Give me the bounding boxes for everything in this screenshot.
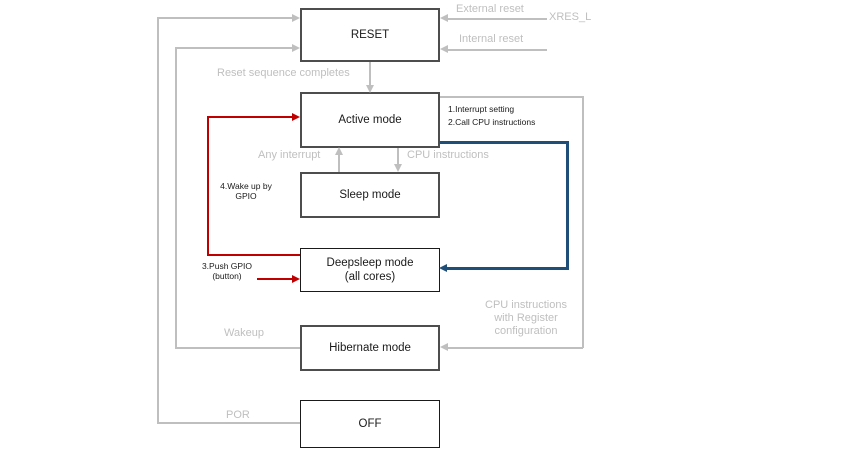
label-cpu-register-line1: CPU instructions: [485, 299, 567, 311]
annotation-call-cpu: 2.Call CPU instructions: [448, 117, 536, 127]
node-off-label: OFF: [358, 418, 382, 430]
edge-active-deepsleep-top: [440, 141, 569, 144]
edge-push-gpio-arrowhead: [292, 275, 300, 283]
edge-por-arrowhead: [292, 14, 300, 22]
annotation-push-gpio: 3.Push GPIO (button): [195, 261, 259, 281]
label-cpu-register-line2: with Register: [494, 312, 558, 324]
edge-wake-gpio-vertical: [207, 116, 209, 256]
edge-wakeup-vertical: [175, 48, 177, 349]
node-sleep-label: Sleep mode: [339, 189, 401, 201]
node-reset-label: RESET: [350, 29, 390, 41]
label-cpu-instructions: CPU instructions: [407, 149, 489, 161]
annotation-wake-gpio: 4.Wake up by GPIO: [211, 181, 281, 201]
edge-internal-reset-arrowhead: [440, 45, 448, 53]
node-deepsleep-label: Deepsleep mode: [326, 257, 414, 269]
node-off: OFF: [300, 400, 440, 448]
edge-wake-gpio-arrowhead: [292, 113, 300, 121]
edge-external-reset-arrowhead: [440, 14, 448, 22]
annotation-interrupt-setting: 1.Interrupt setting: [448, 104, 515, 114]
edge-cpu-instructions-arrowhead: [394, 164, 402, 172]
edge-active-deepsleep-bottom: [447, 267, 569, 270]
edge-hibernate-bottom: [447, 347, 583, 349]
edge-wakeup-top: [175, 47, 293, 49]
annotation-wake-gpio-line1: 4.Wake up by: [220, 181, 272, 191]
edge-hibernate-vertical: [582, 96, 584, 348]
edge-reset-sequence-arrowhead: [366, 85, 374, 93]
edge-wakeup-arrowhead: [292, 44, 300, 52]
edge-internal-reset-line: [447, 49, 547, 51]
node-deepsleep-sublabel: (all cores): [344, 271, 396, 283]
label-wakeup: Wakeup: [224, 327, 264, 339]
edge-por-top: [157, 17, 293, 19]
edge-por-bottom: [157, 422, 300, 424]
edge-reset-sequence-line: [369, 62, 371, 86]
edge-hibernate-top: [440, 96, 584, 98]
edge-wake-gpio-bottom: [207, 254, 300, 256]
edge-por-vertical: [157, 18, 159, 424]
edge-any-interrupt-line: [338, 154, 340, 172]
node-sleep-mode: Sleep mode: [300, 172, 440, 218]
annotation-push-gpio-line1: 3.Push GPIO: [201, 261, 253, 271]
node-deepsleep-mode: Deepsleep mode (all cores): [300, 248, 440, 292]
edge-push-gpio-line: [257, 278, 293, 280]
node-reset: RESET: [300, 8, 440, 62]
label-cpu-register-line3: configuration: [494, 325, 558, 337]
edge-wakeup-bottom: [175, 347, 300, 349]
annotation-push-gpio-line2: (button): [212, 271, 242, 281]
node-hibernate-label: Hibernate mode: [329, 342, 411, 354]
node-active-mode: Active mode: [300, 92, 440, 148]
label-external-reset: External reset: [456, 3, 524, 15]
node-hibernate-mode: Hibernate mode: [300, 325, 440, 371]
edge-active-deepsleep-vertical: [566, 141, 569, 270]
label-internal-reset: Internal reset: [459, 33, 524, 45]
edge-active-deepsleep-arrowhead: [439, 264, 447, 272]
annotation-wake-gpio-line2: GPIO: [235, 191, 257, 201]
label-reset-sequence: Reset sequence completes: [217, 67, 350, 79]
label-cpu-register: CPU instructions with Register configura…: [462, 299, 590, 338]
edge-wake-gpio-top: [207, 116, 293, 118]
edge-hibernate-arrowhead: [440, 343, 448, 351]
edge-any-interrupt-arrowhead: [335, 147, 343, 155]
node-active-label: Active mode: [338, 114, 402, 126]
edge-external-reset-line: [447, 18, 547, 20]
label-por: POR: [226, 409, 250, 421]
edge-cpu-instructions-line: [397, 148, 399, 166]
label-xres-l: XRES_L: [549, 11, 592, 23]
label-any-interrupt: Any interrupt: [258, 149, 321, 161]
